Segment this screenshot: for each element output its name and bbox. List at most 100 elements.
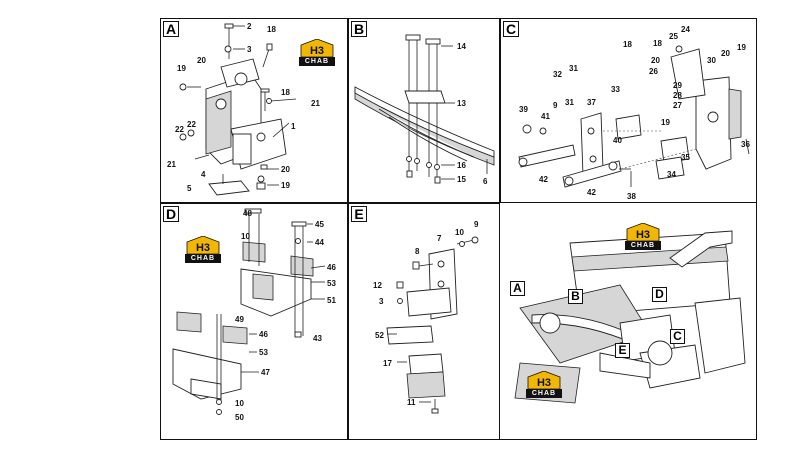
logo-text: CHAB	[526, 389, 562, 398]
part-19b: 19	[661, 118, 670, 127]
part-45: 45	[315, 220, 324, 229]
brand-logo: H3 CHAB	[185, 235, 221, 263]
part-35: 35	[681, 153, 690, 162]
logo-text: CHAB	[185, 254, 221, 263]
part-18b: 18	[653, 39, 662, 48]
panel-a-drawing: 2 18 3 20 19 18 21 22 22 1 21 4 20 5 19	[167, 22, 320, 196]
part-3: 3	[247, 45, 252, 54]
part-28: 28	[673, 91, 682, 100]
overview-label-c: C	[670, 329, 685, 344]
part-10: 10	[241, 232, 250, 241]
part-41: 41	[541, 112, 550, 121]
part-25: 25	[669, 32, 678, 41]
part-50: 50	[235, 413, 244, 422]
part-20: 20	[651, 56, 660, 65]
part-17: 17	[383, 359, 392, 368]
panel-c-label: C	[503, 21, 519, 37]
part-52: 52	[375, 331, 384, 340]
part-36: 36	[741, 140, 750, 149]
part-20: 20	[197, 56, 206, 65]
part-12: 12	[373, 281, 382, 290]
part-46: 46	[327, 263, 336, 272]
part-10b: 10	[235, 399, 244, 408]
panel-a: A 2 18 3 20 19 18	[160, 18, 348, 203]
part-18: 18	[623, 40, 632, 49]
part-13: 13	[457, 99, 466, 108]
panel-e-drawing: 9 7 10 8 12 3 52 17 11	[373, 220, 479, 414]
part-44: 44	[315, 238, 324, 247]
overview-label-a: A	[510, 281, 525, 296]
logo-text: CHAB	[625, 241, 661, 250]
part-6: 6	[483, 177, 488, 186]
part-15: 15	[457, 175, 466, 184]
part-16: 16	[457, 161, 466, 170]
part-32: 32	[553, 70, 562, 79]
part-21b: 21	[167, 160, 176, 169]
part-43: 43	[313, 334, 322, 343]
brand-logo: H3 CHAB	[299, 38, 335, 66]
logo-text: CHAB	[299, 57, 335, 66]
part-31b: 31	[565, 98, 574, 107]
overview-label-e: E	[615, 343, 630, 358]
part-39: 39	[519, 105, 528, 114]
part-22: 22	[187, 120, 196, 129]
brand-logo: H3 CHAB	[526, 370, 562, 398]
part-38: 38	[627, 192, 636, 201]
part-2: 2	[247, 22, 252, 31]
part-5: 5	[187, 184, 192, 193]
part-21: 21	[311, 99, 320, 108]
overview-label-b: B	[568, 289, 583, 304]
part-20b: 20	[721, 49, 730, 58]
panel-b-label: B	[351, 21, 367, 37]
panel-e: E 9 7 10 8 12 3 52 17 11	[348, 203, 500, 440]
part-31: 31	[569, 64, 578, 73]
panel-e-label: E	[351, 206, 367, 222]
panel-d-label: D	[163, 206, 179, 222]
panel-c: C 24 18 25 18 19 20 26 20 30 32 3	[500, 18, 757, 203]
part-9: 9	[553, 101, 558, 110]
part-20b: 20	[281, 165, 290, 174]
panel-b-drawing: 14 13 16 15 6	[354, 34, 495, 186]
part-53b: 53	[259, 348, 268, 357]
part-51: 51	[327, 296, 336, 305]
part-42: 42	[539, 175, 548, 184]
part-7: 7	[437, 234, 442, 243]
part-22b: 22	[175, 125, 184, 134]
part-49: 49	[235, 315, 244, 324]
part-14: 14	[457, 42, 466, 51]
panel-c-drawing: 24 18 25 18 19 20 26 20 30 32 31 29 28 2…	[518, 25, 750, 201]
part-4: 4	[201, 170, 206, 179]
part-8: 8	[415, 247, 420, 256]
logo-mark: H3	[196, 242, 210, 254]
part-19: 19	[177, 64, 186, 73]
logo-mark: H3	[537, 377, 551, 389]
brand-logo: H3 CHAB	[625, 222, 661, 250]
part-10: 10	[455, 228, 464, 237]
part-30: 30	[707, 56, 716, 65]
part-42b: 42	[587, 188, 596, 197]
panel-b: B 14 13 16 15 6	[348, 18, 500, 203]
part-27: 27	[673, 101, 682, 110]
part-40: 40	[613, 136, 622, 145]
overview-drawing	[514, 230, 746, 404]
part-18: 18	[267, 25, 276, 34]
part-53: 53	[327, 279, 336, 288]
part-29: 29	[673, 81, 682, 90]
panel-a-label: A	[163, 21, 179, 37]
part-37: 37	[587, 98, 596, 107]
part-19: 19	[737, 43, 746, 52]
panel-d: D 48 45 10 44 46 53	[160, 203, 348, 440]
part-26: 26	[649, 67, 658, 76]
logo-mark: H3	[636, 229, 650, 241]
logo-mark: H3	[310, 45, 324, 57]
part-48: 48	[243, 209, 252, 218]
part-3: 3	[379, 297, 384, 306]
part-9: 9	[474, 220, 479, 229]
part-46b: 46	[259, 330, 268, 339]
overview-panel: A B D C E H3 CHAB H3 CHAB	[500, 203, 757, 440]
part-1: 1	[291, 122, 296, 131]
part-18b: 18	[281, 88, 290, 97]
overview-label-d: D	[652, 287, 667, 302]
part-19b: 19	[281, 181, 290, 190]
part-47: 47	[261, 368, 270, 377]
